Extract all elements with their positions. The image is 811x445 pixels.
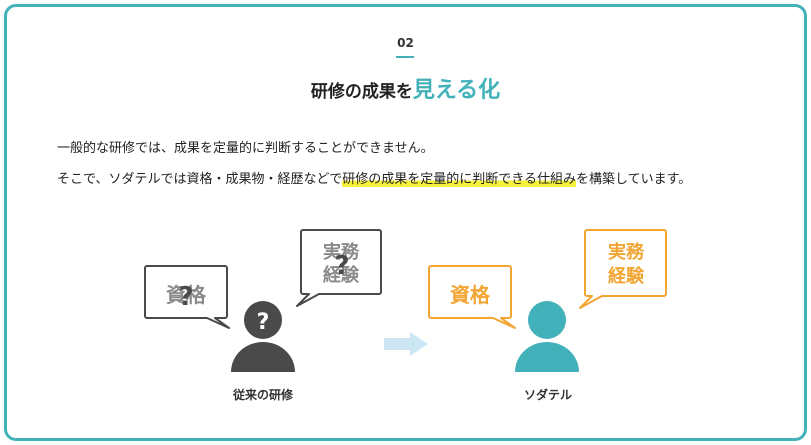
question-mark-icon: ? <box>257 310 270 335</box>
person-icon-teal <box>515 301 579 372</box>
body-line-2: そこで、ソダテルでは資格・成果物・経歴などで研修の成果を定量的に判断できる仕組み… <box>57 168 691 187</box>
person-icon-gray: ? <box>231 301 295 372</box>
caption-conventional-training: 従来の研修 <box>232 388 293 402</box>
bubble-text-jitsumu: 実務 <box>323 241 360 263</box>
bubble-text-qualification: 資格 <box>450 283 491 307</box>
title-prefix: 研修の成果を <box>310 82 413 102</box>
speech-bubble-qualification-orange: 資格 <box>428 265 516 329</box>
body-line-2-after: を構築しています。 <box>575 172 692 187</box>
highlighted-text: 研修の成果を定量的に判断できる仕組み <box>342 172 576 187</box>
bubble-text-qualification: 資格 <box>166 283 207 307</box>
feature-card <box>4 4 807 441</box>
bubble-text-jitsumu: 実務 <box>608 241 645 263</box>
bubble-text-keiken: 経験 <box>608 265 645 287</box>
question-mark-icon: ? <box>178 282 193 312</box>
body-line-2-before: そこで、ソダテルでは資格・成果物・経歴などで <box>57 172 343 187</box>
title-accent: 見える化 <box>412 78 501 103</box>
speech-bubble-experience-gray: 実務 経験 ? <box>296 229 382 307</box>
body-line-1: 一般的な研修では、成果を定量的に判断することができません。 <box>57 141 434 156</box>
question-mark-icon: ? <box>334 251 349 281</box>
section-title: 研修の成果を見える化 <box>0 72 811 104</box>
speech-bubble-qualification-gray: 資格 ? <box>144 265 230 329</box>
arrow-right-icon <box>384 332 428 356</box>
speech-bubble-experience-orange: 実務 経験 <box>579 229 667 309</box>
section-number-underline <box>396 56 414 58</box>
caption-sodateru: ソダテル <box>523 388 572 402</box>
bubble-text-keiken: 経験 <box>323 264 360 286</box>
section-number: 02 <box>397 36 414 50</box>
